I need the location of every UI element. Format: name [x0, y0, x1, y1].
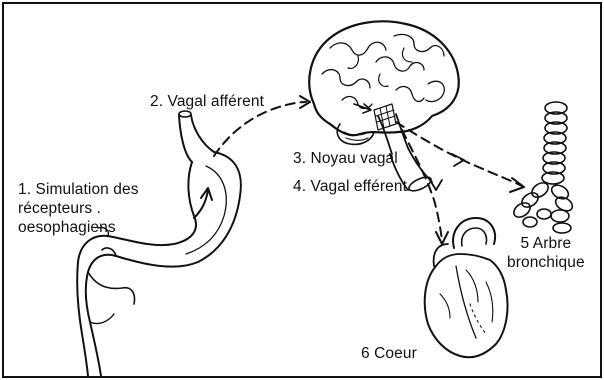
label-vagal-afferent: 2. Vagal afférent — [150, 92, 264, 111]
bronchial-tree-drawing — [511, 102, 575, 233]
label-line: récepteurs . — [18, 199, 139, 218]
label-bronchial-tree: 5 Arbre bronchique — [507, 234, 585, 272]
label-line: bronchique — [507, 253, 585, 272]
stomach-drawing — [77, 111, 241, 376]
heart-drawing — [425, 218, 508, 357]
label-vagal-efferent: 4. Vagal efférent — [293, 177, 407, 196]
efferent-to-lungs-arrow — [396, 122, 522, 186]
label-line: 5 Arbre — [507, 234, 585, 253]
label-heart: 6 Coeur — [361, 344, 417, 363]
label-line: oesophagiens — [18, 218, 139, 237]
label-oesophageal-receptors: 1. Simulation des récepteurs . oesophagi… — [18, 180, 139, 237]
label-vagal-nucleus: 3. Noyau vagal — [293, 149, 398, 168]
nerve-pathways — [214, 96, 524, 244]
label-line: 1. Simulation des — [18, 180, 139, 199]
